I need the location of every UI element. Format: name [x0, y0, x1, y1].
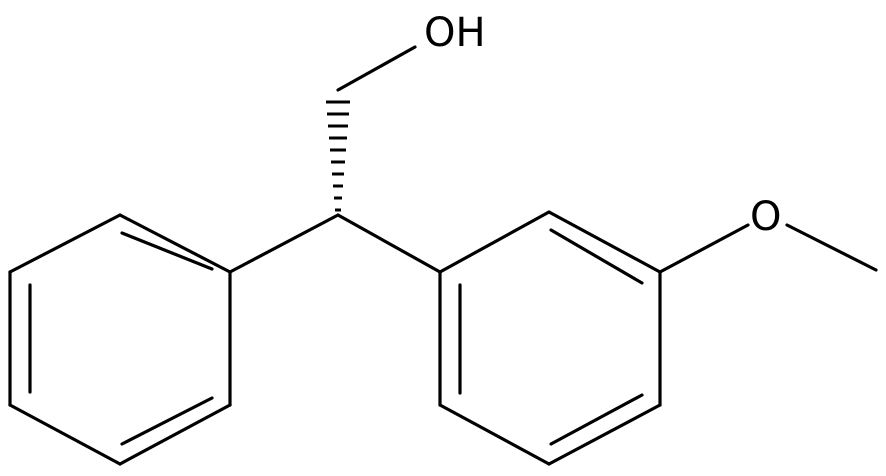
double-bond-inner [549, 393, 644, 446]
bond [118, 403, 232, 466]
hydroxyl-label: OH [424, 10, 486, 56]
ether-oxygen-label: O [750, 194, 781, 240]
bond [8, 213, 122, 274]
methoxyphenyl-ring [438, 210, 662, 466]
double-bond-inner [549, 228, 644, 285]
bond-phenyl-stereocenter [228, 213, 340, 274]
bond [118, 213, 232, 274]
bond-ch2-oh [336, 45, 417, 92]
bond-aryl-oxygen [658, 223, 750, 274]
bond [438, 210, 551, 274]
hashed-wedge-bond [326, 100, 350, 212]
bond [547, 403, 662, 466]
double-bond-inner [120, 396, 214, 446]
phenyl-ring [8, 213, 232, 466]
bond [547, 210, 662, 274]
bond [438, 403, 551, 466]
bond-stereocenter-aryl [336, 213, 442, 274]
double-bond-inner [120, 231, 214, 271]
bond [8, 403, 122, 466]
bond-oxygen-methyl [785, 223, 878, 272]
